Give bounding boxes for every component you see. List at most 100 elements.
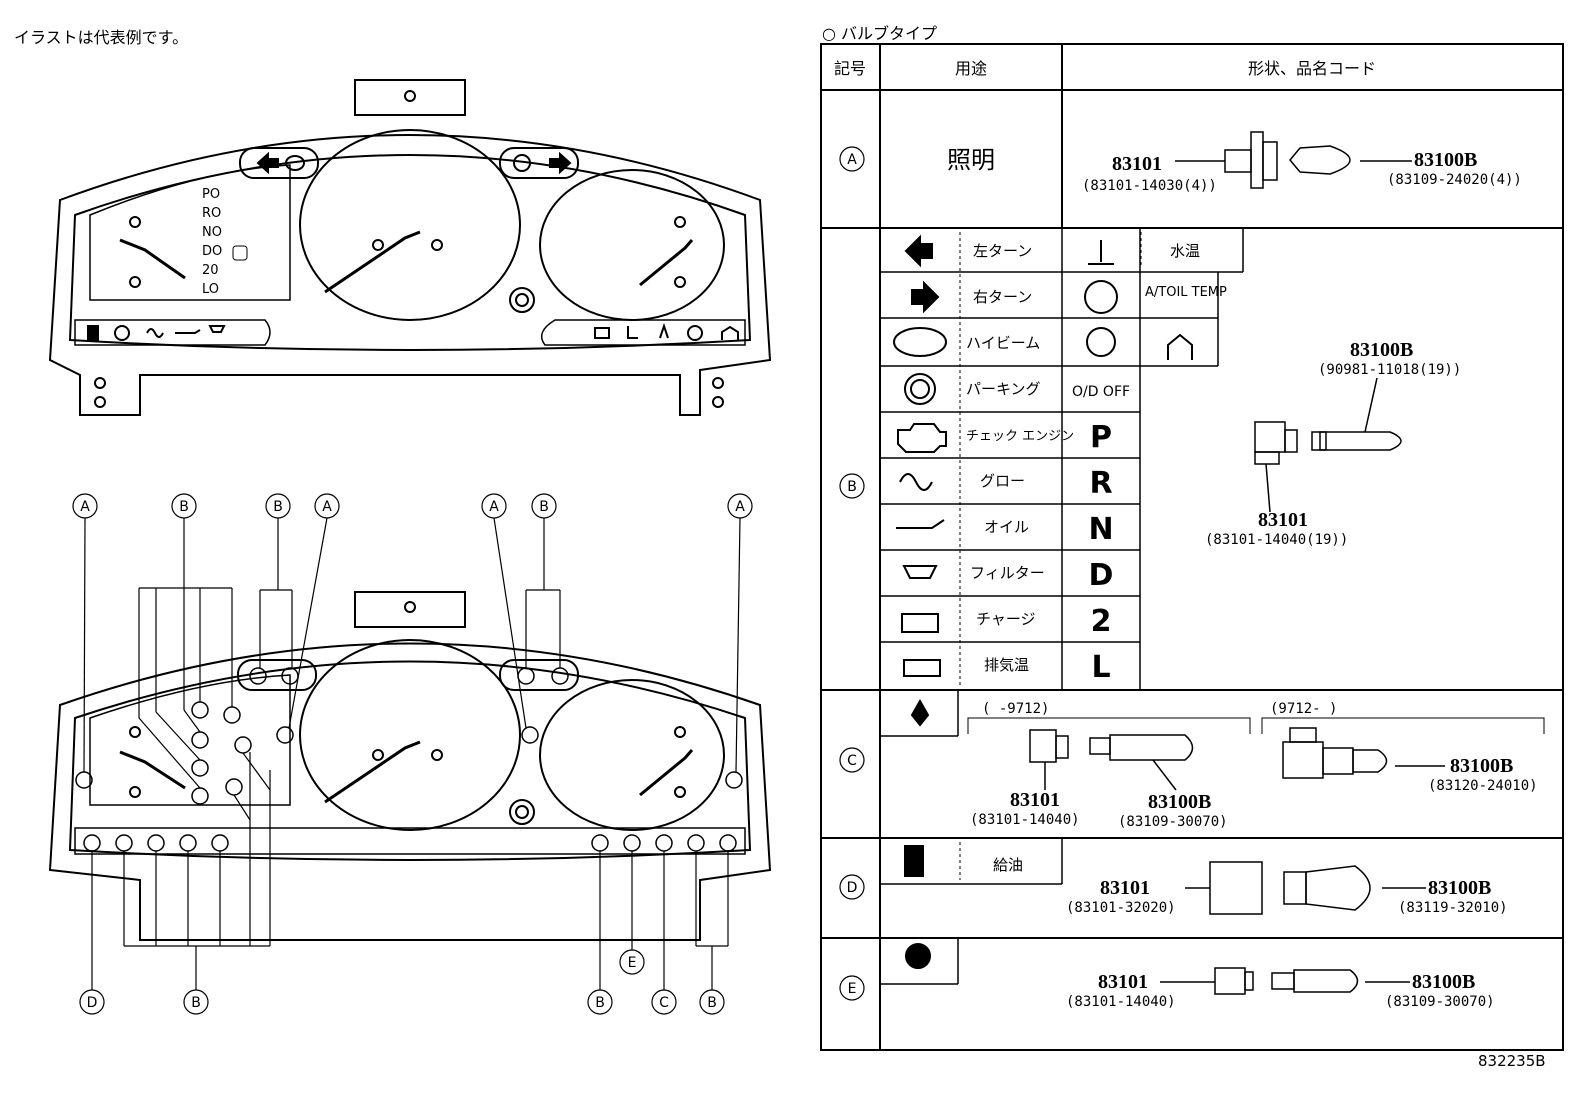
label-fuel: 給油 — [993, 856, 1023, 874]
parking-brake-icon — [904, 373, 936, 405]
header-shape: 形状、品名コード — [1248, 59, 1376, 78]
fuel-icon — [904, 845, 924, 877]
code-e-left: (83101-14040) — [1066, 994, 1176, 1010]
table-text: 記号 用途 形状、品名コード A B C D E 照明 83101 (83101… — [834, 59, 1538, 1010]
callout-label: B — [273, 499, 283, 515]
indicator-icons — [893, 234, 1193, 969]
code-a-left: (83101-14030(4)) — [1082, 178, 1217, 194]
gear-r: R — [1089, 466, 1112, 501]
gear-l: L — [1091, 650, 1110, 685]
callout-label: B — [595, 995, 605, 1011]
label-at-oil-temp: A/TOIL TEMP — [1145, 285, 1227, 300]
label-exhaust-temp: 排気温 — [984, 656, 1029, 674]
callout-label: A — [80, 499, 90, 515]
slip-icon — [1086, 327, 1116, 357]
gear-label: PO — [202, 187, 220, 202]
label-od-off: O/D OFF — [1072, 384, 1130, 400]
callouts-top — [72, 493, 753, 519]
label-check-engine: チェック エンジン — [966, 429, 1074, 444]
label-charge: チャージ — [976, 610, 1036, 628]
callout-label: C — [659, 995, 669, 1011]
callouts-bottom — [79, 949, 725, 1015]
callout-label: B — [191, 995, 201, 1011]
cluster-bottom — [48, 493, 772, 1015]
header-usage: 用途 — [955, 59, 987, 78]
callout-label: B — [707, 995, 717, 1011]
code-d-right: (83119-32010) — [1398, 900, 1508, 916]
gear-n: N — [1088, 512, 1113, 547]
gear-label: 20 — [202, 263, 219, 278]
airbag-icon — [905, 943, 931, 969]
callout-labels: A B B A A B A D B B E C B — [80, 499, 745, 1011]
symbol-b: B — [847, 479, 857, 495]
code-c-left-a: (83101-14040) — [970, 812, 1080, 828]
high-beam-icon — [893, 327, 947, 357]
bulb-table — [820, 43, 1564, 1051]
symbol-d: D — [847, 880, 858, 896]
callout-label: A — [489, 499, 499, 515]
callout-label: B — [539, 499, 549, 515]
label-right-turn: 右ターン — [973, 288, 1032, 306]
cluster-top: PO RO NO DO 20 LO — [48, 79, 772, 416]
label-parking: パーキング — [966, 380, 1041, 398]
part-e-right: 83100B — [1412, 971, 1475, 993]
illustration-note: イラストは代表例です。 — [14, 28, 189, 47]
label-water-temp: 水温 — [1170, 242, 1200, 260]
code-d-left: (83101-32020) — [1066, 900, 1176, 916]
gear-indicator-labels: PO RO NO DO 20 LO — [202, 187, 222, 297]
part-d-left: 83101 — [1100, 877, 1150, 899]
code-e-right: (83109-30070) — [1385, 994, 1495, 1010]
part-a-right: 83100B — [1414, 149, 1477, 171]
charge-icon — [901, 613, 939, 633]
label-left-turn: 左ターン — [973, 242, 1032, 260]
right-turn-icon — [911, 280, 940, 314]
part-d-right: 83100B — [1428, 877, 1491, 899]
header-symbol: 記号 — [834, 59, 866, 78]
gear-label: NO — [202, 225, 222, 240]
bulb-drawings — [1029, 131, 1445, 995]
range-right: (9712- ) — [1270, 701, 1337, 717]
part-e-left: 83101 — [1098, 971, 1148, 993]
code-b-bottom: (83101-14040(19)) — [1205, 532, 1348, 548]
part-a-left: 83101 — [1112, 153, 1162, 175]
label-filter: フィルター — [970, 564, 1045, 582]
symbol-a: A — [847, 152, 857, 168]
abs-icon — [1084, 280, 1118, 314]
symbol-c: C — [847, 753, 857, 769]
bulb-type-title: ○ バルブタイプ — [822, 24, 938, 43]
label-oil: オイル — [984, 518, 1029, 536]
part-c-left-a: 83101 — [1010, 789, 1060, 811]
part-b-top: 83100B — [1350, 339, 1413, 361]
oil-icon — [896, 519, 945, 529]
callout-leader-lines — [83, 517, 741, 990]
part-b-bottom: 83101 — [1258, 509, 1308, 531]
code-b-top: (90981-11018(19)) — [1318, 362, 1461, 378]
gear-label: LO — [202, 282, 219, 297]
code-c-right: (83120-24010) — [1428, 778, 1538, 794]
part-c-left-b: 83100B — [1148, 791, 1211, 813]
gear-p: P — [1090, 420, 1112, 455]
callout-label: E — [628, 955, 637, 971]
label-high-beam: ハイビーム — [966, 334, 1040, 352]
usage-a: 照明 — [947, 146, 995, 174]
water-temp-icon — [1088, 240, 1114, 265]
code-a-right: (83109-24020(4)) — [1387, 172, 1522, 188]
part-c-right: 83100B — [1450, 755, 1513, 777]
diagram-code: 832235B — [1478, 1052, 1546, 1070]
seatbelt-icon — [910, 698, 930, 727]
callout-label: B — [179, 499, 189, 515]
callout-label: A — [735, 499, 745, 515]
exhaust-temp-icon — [903, 659, 941, 677]
gear-d: D — [1089, 558, 1114, 593]
check-engine-icon — [897, 423, 947, 453]
code-c-left-b: (83109-30070) — [1118, 814, 1228, 830]
callout-label: D — [87, 995, 98, 1011]
car-door-icon — [1167, 333, 1193, 360]
glow-icon — [899, 473, 933, 491]
gear-label: DO — [202, 244, 222, 259]
gear-label: RO — [202, 206, 221, 221]
filter-icon — [902, 565, 938, 579]
label-glow: グロー — [980, 472, 1025, 490]
gear-2: 2 — [1091, 604, 1112, 639]
